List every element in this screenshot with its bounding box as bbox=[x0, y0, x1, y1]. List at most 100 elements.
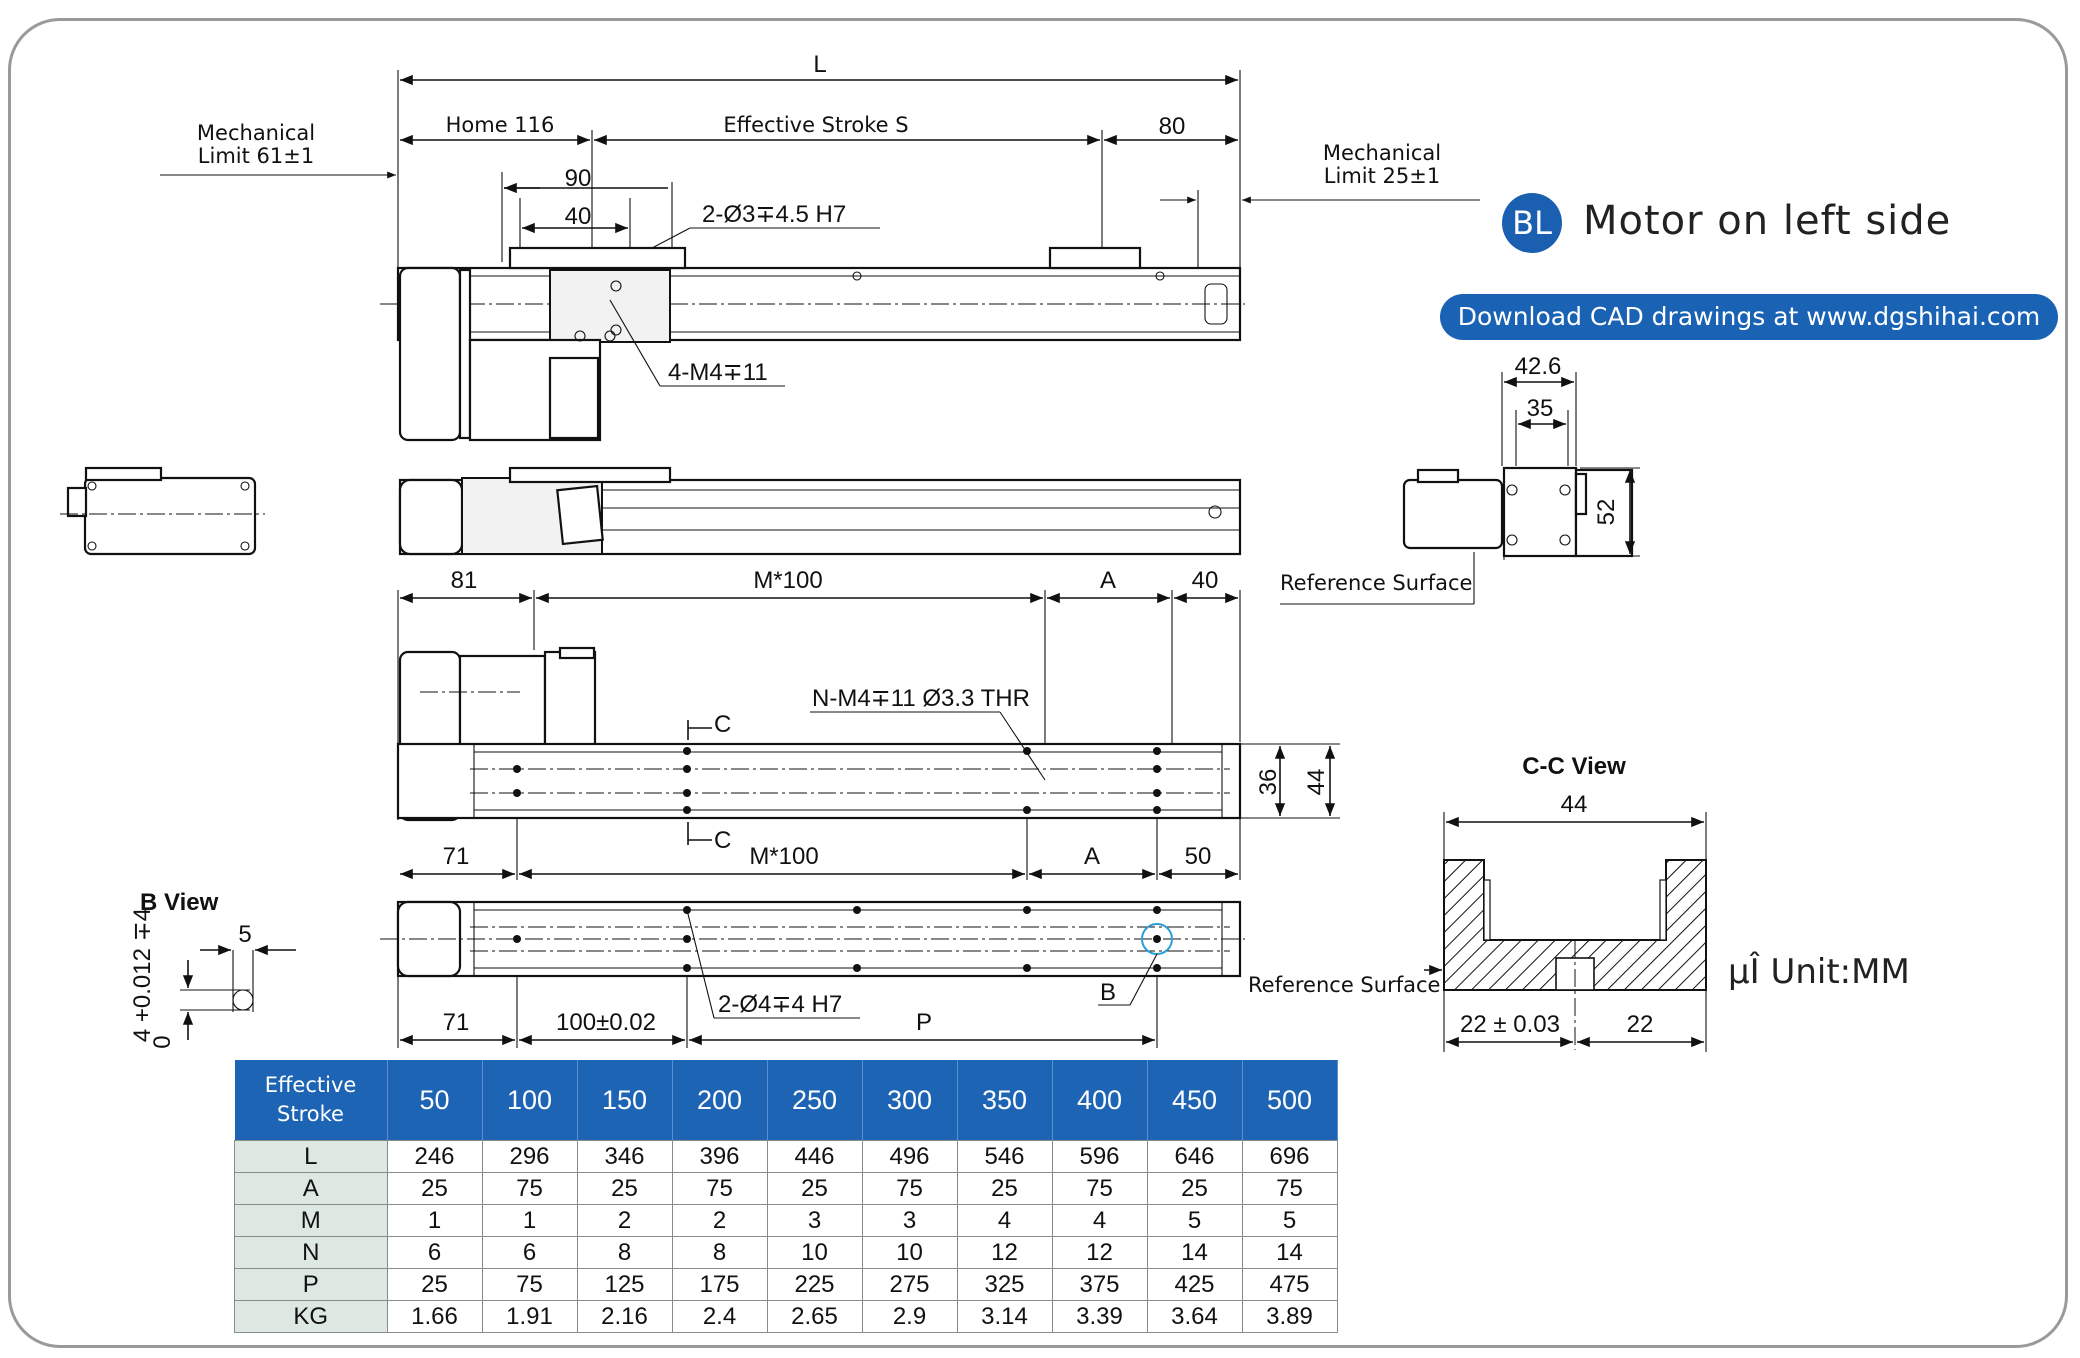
dim-L: L bbox=[813, 51, 826, 78]
mech-limit-right-1: Mechanical bbox=[1323, 141, 1441, 165]
dim-bot-50: 50 bbox=[1185, 843, 1212, 870]
table-cell: 25 bbox=[956, 1172, 1053, 1205]
table-cell: 75 bbox=[481, 1172, 578, 1205]
table-cell: 1 bbox=[386, 1204, 483, 1237]
b-view-title: B View bbox=[140, 889, 219, 916]
table-cell: 696 bbox=[1241, 1140, 1338, 1173]
table-cell: 4 bbox=[956, 1204, 1053, 1237]
table-cell: 296 bbox=[481, 1140, 578, 1173]
table-cell: 8 bbox=[576, 1236, 673, 1269]
table-cell: 25 bbox=[386, 1172, 483, 1205]
dim-side-40: 40 bbox=[1192, 567, 1219, 594]
top-view: L Home 116 Effective Stroke S 80 Mechani… bbox=[160, 51, 1480, 442]
row-label: P bbox=[234, 1268, 388, 1301]
table-cell: 646 bbox=[1146, 1140, 1243, 1173]
table-cell: 2.4 bbox=[671, 1300, 768, 1333]
b-view: B View 5 4 +0.012 ∓4 0 bbox=[129, 889, 296, 1049]
mech-limit-right-2: Limit 25±1 bbox=[1324, 164, 1440, 188]
reference-surface-cc: Reference Surface bbox=[1248, 973, 1440, 997]
dim-end-52: 52 bbox=[1593, 499, 1620, 526]
dim-end-42-6: 42.6 bbox=[1515, 353, 1562, 380]
cc-view-title: C-C View bbox=[1522, 753, 1626, 780]
stroke-col-header: 500 bbox=[1242, 1060, 1338, 1141]
table-cell: 546 bbox=[956, 1140, 1053, 1173]
table-cell: 10 bbox=[861, 1236, 958, 1269]
side-view: 81 M*100 A 40 N-M4∓11 Ø3.3 THR C C bbox=[396, 567, 1340, 880]
stroke-header-line2: Stroke bbox=[277, 1102, 344, 1126]
stroke-col-header: 450 bbox=[1147, 1060, 1243, 1141]
table-cell: 2.9 bbox=[861, 1300, 958, 1333]
table-cell: 8 bbox=[671, 1236, 768, 1269]
dim-bot-m100: M*100 bbox=[749, 843, 818, 870]
download-cad-link[interactable]: Download CAD drawings at www.dgshihai.co… bbox=[1440, 294, 2058, 340]
callout-carriage-taps: 4-M4∓11 bbox=[668, 359, 768, 386]
table-cell: 2 bbox=[671, 1204, 768, 1237]
b-view-tol-low: 0 bbox=[149, 1035, 176, 1048]
dim-bot-a: A bbox=[1084, 843, 1100, 870]
row-label: L bbox=[234, 1140, 388, 1173]
table-cell: 275 bbox=[861, 1268, 958, 1301]
dim-bot-71: 71 bbox=[443, 843, 470, 870]
reference-surface-end: Reference Surface bbox=[1280, 571, 1472, 595]
stroke-col-header: 100 bbox=[482, 1060, 578, 1141]
table-cell: 3.39 bbox=[1051, 1300, 1148, 1333]
stroke-col-header: 350 bbox=[957, 1060, 1053, 1141]
dim-cc-22-tol: 22 ± 0.03 bbox=[1460, 1011, 1560, 1038]
dim-base-pitch: 100±0.02 bbox=[556, 1009, 656, 1036]
stroke-header: Effective Stroke bbox=[234, 1060, 388, 1141]
table-cell: 425 bbox=[1146, 1268, 1243, 1301]
table-cell: 3.64 bbox=[1146, 1300, 1243, 1333]
dim-cc-44: 44 bbox=[1561, 791, 1588, 818]
table-cell: 3.89 bbox=[1241, 1300, 1338, 1333]
table-cell: 125 bbox=[576, 1268, 673, 1301]
dim-h44: 44 bbox=[1303, 769, 1330, 796]
table-cell: 75 bbox=[1051, 1172, 1148, 1205]
table-cell: 12 bbox=[1051, 1236, 1148, 1269]
table-cell: 6 bbox=[481, 1236, 578, 1269]
table-cell: 3 bbox=[861, 1204, 958, 1237]
table-cell: 396 bbox=[671, 1140, 768, 1173]
table-cell: 596 bbox=[1051, 1140, 1148, 1173]
stroke-col-header: 150 bbox=[577, 1060, 673, 1141]
table-cell: 2.16 bbox=[576, 1300, 673, 1333]
row-label: KG bbox=[234, 1300, 388, 1333]
stroke-col-header: 300 bbox=[862, 1060, 958, 1141]
dim-end-35: 35 bbox=[1527, 395, 1554, 422]
stroke-col-header: 200 bbox=[672, 1060, 768, 1141]
table-cell: 75 bbox=[481, 1268, 578, 1301]
dim-base-71: 71 bbox=[443, 1009, 470, 1036]
callout-pin-holes: 2-Ø3∓4.5 H7 bbox=[702, 201, 846, 228]
dim-home: Home 116 bbox=[446, 113, 555, 137]
table-cell: 496 bbox=[861, 1140, 958, 1173]
table-cell: 2 bbox=[576, 1204, 673, 1237]
table-cell: 325 bbox=[956, 1268, 1053, 1301]
dim-80: 80 bbox=[1159, 113, 1186, 140]
row-label: M bbox=[234, 1204, 388, 1237]
dim-40: 40 bbox=[565, 203, 592, 230]
cc-view: C-C View 44 22 ± 0.03 22 Reference Surfa… bbox=[1248, 753, 1707, 1052]
marker-b: B bbox=[1100, 979, 1116, 1006]
motor-side-title: Motor on left side bbox=[1583, 198, 1952, 244]
stroke-col-header: 400 bbox=[1052, 1060, 1148, 1141]
base-view: B 2-Ø4∓4 H7 71 100±0.02 P bbox=[380, 900, 1245, 1048]
table-cell: 12 bbox=[956, 1236, 1053, 1269]
table-cell: 5 bbox=[1146, 1204, 1243, 1237]
dim-effective-stroke: Effective Stroke S bbox=[723, 113, 908, 137]
table-cell: 2.65 bbox=[766, 1300, 863, 1333]
dim-base-p: P bbox=[916, 1009, 932, 1036]
table-cell: 475 bbox=[1241, 1268, 1338, 1301]
dim-side-a: A bbox=[1100, 567, 1116, 594]
dim-side-81: 81 bbox=[451, 567, 478, 594]
table-cell: 14 bbox=[1241, 1236, 1338, 1269]
table-cell: 25 bbox=[766, 1172, 863, 1205]
callout-side-taps: N-M4∓11 Ø3.3 THR bbox=[812, 685, 1030, 712]
table-cell: 225 bbox=[766, 1268, 863, 1301]
section-c-top: C bbox=[714, 711, 731, 738]
motor-side-badge: BL bbox=[1502, 193, 1562, 253]
table-cell: 25 bbox=[1146, 1172, 1243, 1205]
